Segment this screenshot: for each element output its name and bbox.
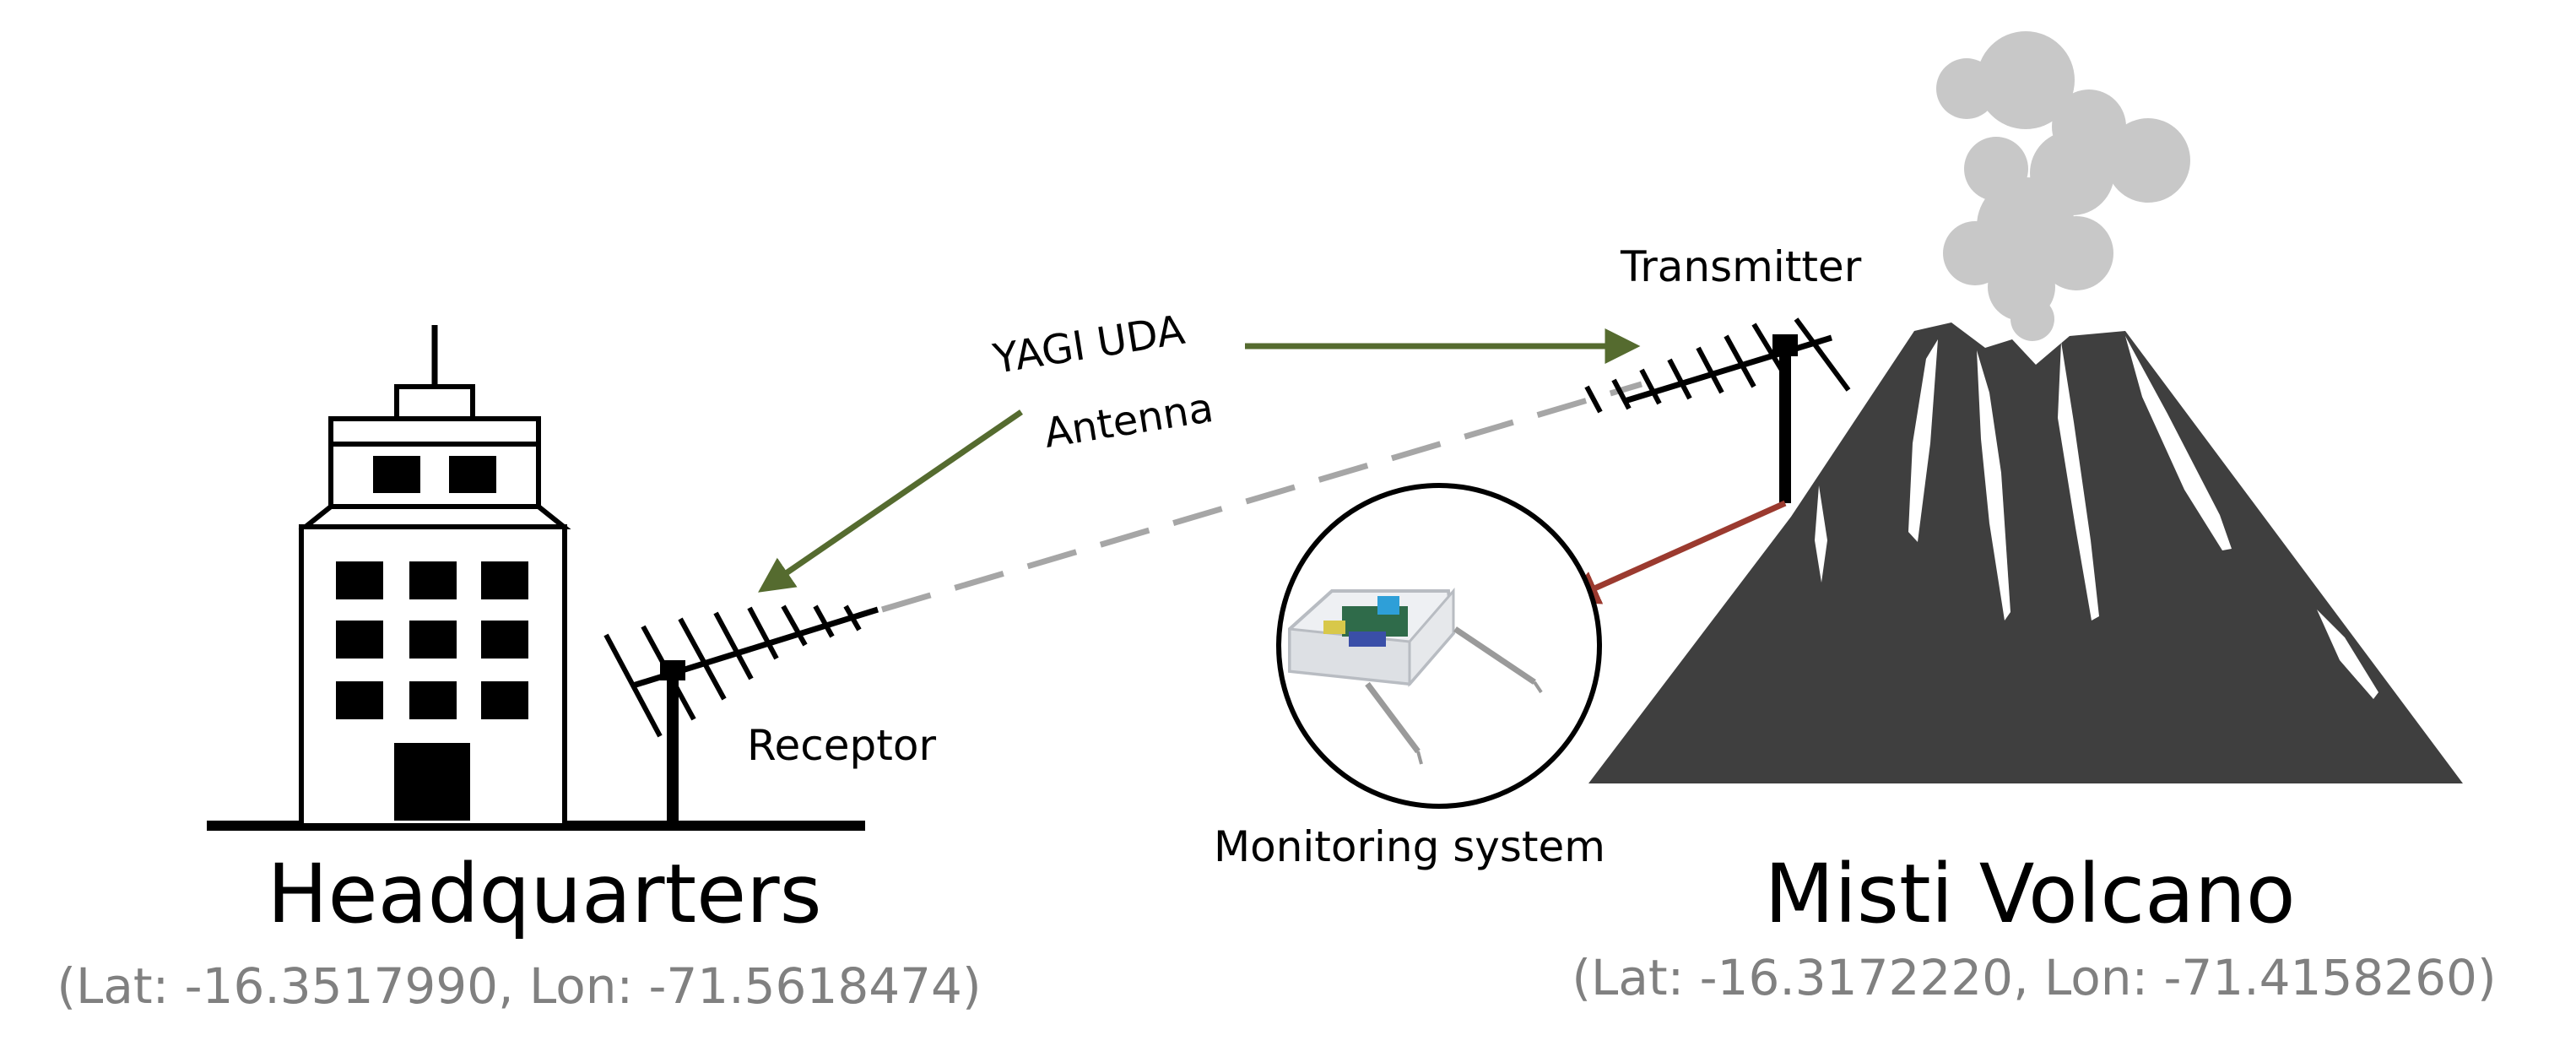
yagi-label-line2: Antenna [1041,384,1216,458]
volcano-coordinates: (Lat: -16.3172220, Lon: -71.4158260) [1572,949,2496,1006]
headquarters-title: Headquarters [267,847,821,941]
volcano-icon [1588,323,2463,783]
monitoring-device-icon [1276,483,1602,809]
smoke-cloud [1936,31,2190,341]
monitoring-system-label: Monitoring system [1214,822,1605,871]
headquarters-coordinates: (Lat: -16.3517990, Lon: -71.5618474) [57,957,981,1015]
yagi-antenna-icon [603,604,879,826]
volcano-title: Misti Volcano [1764,847,2295,941]
yagi-antenna-icon-transmitter [1584,317,1851,503]
sensor-arrow [1563,500,1787,604]
building-icon [298,325,571,828]
yagi-label-line1: YAGI UDA [989,306,1188,383]
receptor-label: Receptor [747,721,936,770]
transmitter-label: Transmitter [1620,242,1862,291]
yagi-arrow-to-receptor [758,409,1023,593]
radio-link-dashed [881,381,1642,613]
